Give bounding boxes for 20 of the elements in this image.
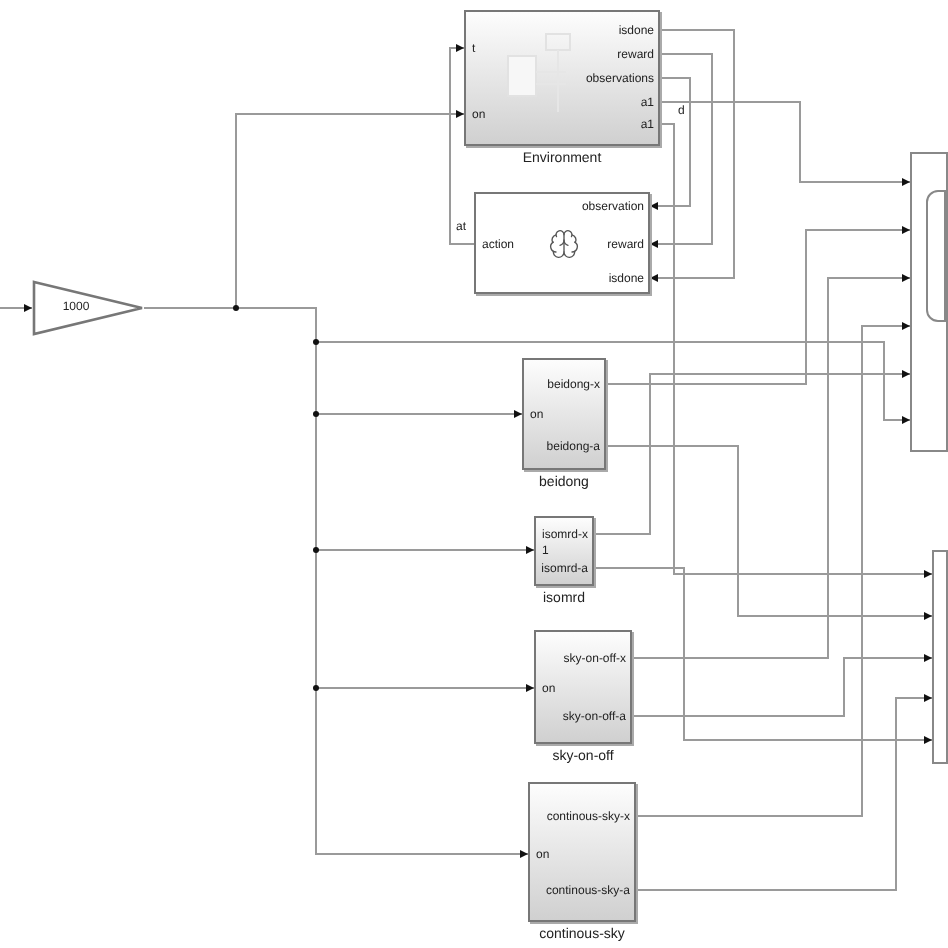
signal-arrow <box>605 445 933 620</box>
bus-block <box>932 550 948 764</box>
bus-block <box>910 152 948 452</box>
signal-arrow <box>659 123 933 578</box>
signal-arrow <box>635 694 933 891</box>
gain-block <box>32 280 144 336</box>
signal-arrow <box>631 654 933 717</box>
signal-arrow <box>631 274 911 659</box>
signal-arrow <box>593 370 911 535</box>
signal-arrow <box>649 29 735 282</box>
signal-arrow <box>449 44 475 245</box>
agent-block <box>474 192 650 294</box>
signal-arrow <box>635 322 911 817</box>
signal-arrow <box>605 226 911 385</box>
signal-arrow <box>649 77 691 210</box>
signal-arrow <box>593 567 933 744</box>
signal-arrow <box>649 53 713 248</box>
display-panel <box>926 190 946 322</box>
signal-arrow <box>0 304 33 312</box>
signal-arrow <box>659 101 911 186</box>
